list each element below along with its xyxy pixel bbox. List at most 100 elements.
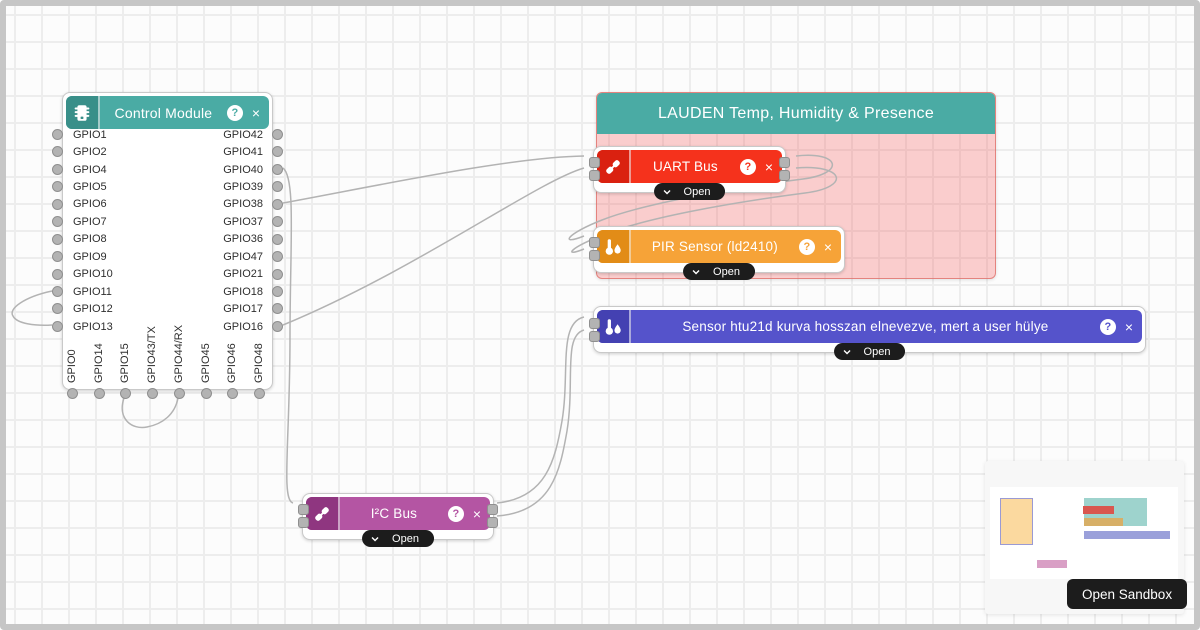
pin-port[interactable]: [272, 303, 283, 315]
pin-port[interactable]: [227, 388, 238, 399]
bus-port[interactable]: [589, 170, 600, 181]
pin-port[interactable]: [52, 163, 63, 175]
node-uart-bus[interactable]: UART Bus ? × Open: [589, 146, 790, 200]
sensor-port[interactable]: [589, 237, 600, 248]
pin-port[interactable]: [272, 129, 283, 140]
pin-port[interactable]: [272, 198, 283, 210]
open-button[interactable]: Open: [653, 183, 726, 200]
pin-port[interactable]: [272, 285, 283, 297]
wire-uart-pir-2[interactable]: [571, 166, 838, 253]
close-icon[interactable]: ×: [1124, 318, 1133, 335]
bus-port[interactable]: [589, 157, 600, 168]
diagram-canvas[interactable]: LAUDEN Temp, Humidity & Presence: [6, 6, 1194, 624]
node-header[interactable]: UART Bus ? ×: [597, 150, 782, 183]
node-title: PIR Sensor (ld2410): [651, 239, 778, 254]
bus-port[interactable]: [779, 170, 790, 181]
sensor-port[interactable]: [589, 318, 600, 329]
pin-label: GPIO48: [253, 343, 265, 383]
minimap-uart-block: [1083, 506, 1114, 514]
pin-port[interactable]: [52, 285, 63, 297]
pin-port[interactable]: [272, 181, 283, 193]
node-pir-sensor[interactable]: PIR Sensor (ld2410) ? × Open: [589, 226, 845, 280]
node-htu21d-sensor[interactable]: Sensor htu21d kurva hosszan elnevezve, m…: [589, 306, 1146, 360]
pin-label: GPIO16: [223, 320, 263, 333]
node-control-module[interactable]: Control Module ? × GPIO1 GPIO2 GPIO4 GPI…: [52, 92, 283, 399]
pin-port[interactable]: [272, 268, 283, 280]
close-icon[interactable]: ×: [472, 505, 481, 522]
pin-port[interactable]: [52, 198, 63, 210]
bus-port[interactable]: [487, 504, 498, 515]
pin-row: GPIO12: [52, 300, 168, 317]
bus-port[interactable]: [298, 517, 309, 528]
wire-i2c-htu-1[interactable]: [496, 316, 585, 504]
pin-port[interactable]: [52, 146, 63, 158]
close-icon[interactable]: ×: [251, 104, 260, 121]
help-icon[interactable]: ?: [798, 238, 815, 255]
pin-port[interactable]: [52, 268, 63, 280]
wire-gpio15-gpio44[interactable]: [121, 397, 179, 429]
pin-row: GPIO38: [167, 196, 283, 213]
wire-gpio40-i2c[interactable]: [282, 167, 294, 504]
node-header[interactable]: I²C Bus ? ×: [306, 497, 490, 530]
pin-port[interactable]: [147, 388, 158, 399]
pin-port[interactable]: [272, 233, 283, 245]
pin-port[interactable]: [174, 388, 185, 399]
pin-label: GPIO40: [223, 163, 263, 176]
pin-port[interactable]: [120, 388, 131, 399]
wire-gpio38-uart[interactable]: [282, 155, 585, 204]
group-title: LAUDEN Temp, Humidity & Presence: [657, 104, 935, 122]
pin-label: GPIO14: [93, 343, 105, 383]
pin-port[interactable]: [272, 216, 283, 228]
pin-port[interactable]: [94, 388, 105, 399]
wire-i2c-htu-2[interactable]: [496, 329, 585, 517]
pin-label: GPIO1: [73, 128, 107, 141]
pin-port[interactable]: [254, 388, 265, 399]
pin-port[interactable]: [272, 146, 283, 158]
pin-label: GPIO15: [119, 343, 131, 383]
open-button[interactable]: Open: [683, 263, 755, 280]
left-pin-column: GPIO1 GPIO2 GPIO4 GPIO5 GPIO6 GPIO7 GPIO…: [52, 126, 168, 335]
pin-label: GPIO21: [223, 268, 263, 281]
node-header[interactable]: Sensor htu21d kurva hosszan elnevezve, m…: [597, 310, 1142, 343]
pin-port[interactable]: [272, 251, 283, 263]
bus-port[interactable]: [487, 517, 498, 528]
pin-port[interactable]: [52, 181, 63, 193]
node-i2c-bus[interactable]: I²C Bus ? × Open: [298, 493, 498, 547]
bus-port[interactable]: [779, 157, 790, 168]
bus-port[interactable]: [298, 504, 309, 515]
help-icon[interactable]: ?: [226, 104, 243, 121]
pin-port[interactable]: [52, 303, 63, 315]
pin-port[interactable]: [52, 129, 63, 140]
pin-port[interactable]: [52, 216, 63, 228]
pin-label: GPIO18: [223, 285, 263, 298]
pin-label: GPIO11: [73, 285, 112, 298]
sensor-port[interactable]: [589, 250, 600, 261]
pin-port[interactable]: [67, 388, 78, 399]
minimap-control-module-block: [1000, 498, 1033, 545]
pin-row: GPIO9: [52, 248, 168, 265]
close-icon[interactable]: ×: [764, 158, 773, 175]
pin-port[interactable]: [52, 320, 63, 332]
pin-label: GPIO38: [223, 198, 263, 211]
pin-port[interactable]: [272, 320, 283, 332]
sensor-port[interactable]: [589, 331, 600, 342]
pin-port[interactable]: [201, 388, 212, 399]
pin-label: GPIO44/RX: [173, 324, 185, 383]
open-sandbox-button[interactable]: Open Sandbox: [1067, 579, 1188, 609]
open-button[interactable]: Open: [362, 530, 434, 547]
close-icon[interactable]: ×: [823, 238, 832, 255]
help-icon[interactable]: ?: [739, 158, 756, 175]
node-header[interactable]: PIR Sensor (ld2410) ? ×: [597, 230, 841, 263]
node-header[interactable]: Control Module ? ×: [66, 96, 269, 129]
pin-port[interactable]: [52, 251, 63, 263]
wire-gpio16-uart[interactable]: [282, 167, 585, 326]
wire-gpio11-gpio13[interactable]: [11, 290, 53, 326]
open-button[interactable]: Open: [833, 343, 906, 360]
pin-port[interactable]: [272, 163, 283, 175]
group-header[interactable]: LAUDEN Temp, Humidity & Presence: [597, 93, 995, 134]
help-icon[interactable]: ?: [447, 505, 464, 522]
help-icon[interactable]: ?: [1099, 318, 1116, 335]
pin-label: GPIO9: [73, 250, 107, 263]
pin-port[interactable]: [52, 233, 63, 245]
chip-icon: [66, 96, 100, 129]
